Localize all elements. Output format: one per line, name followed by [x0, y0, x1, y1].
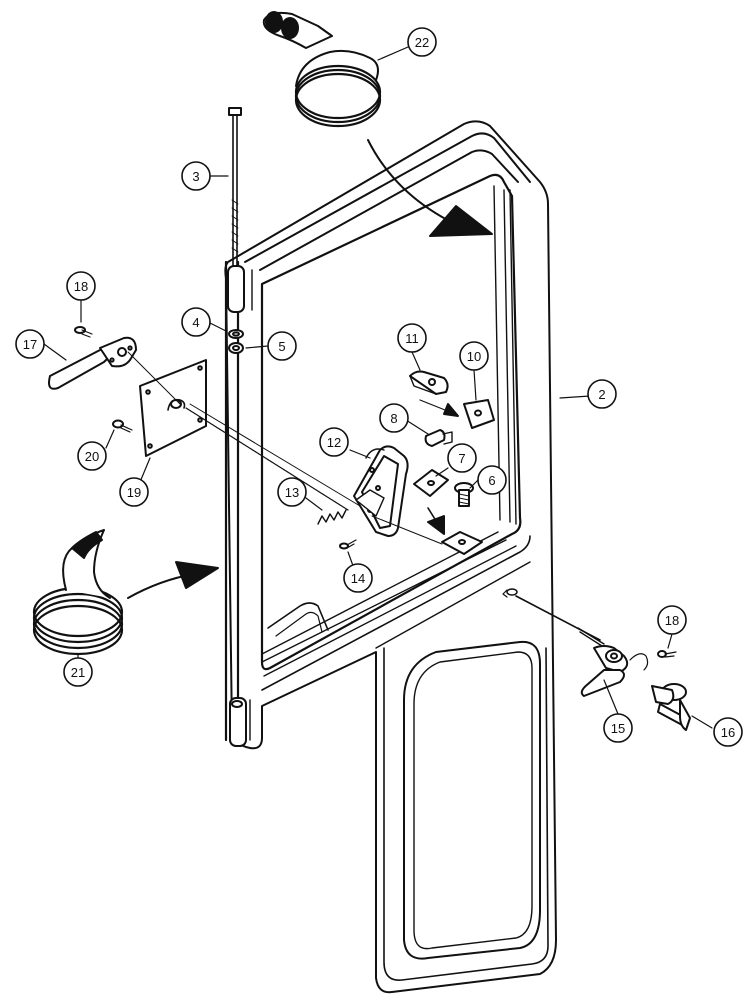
callout-18-right: 18: [657, 605, 687, 635]
screw-20: [112, 419, 133, 433]
striker-pin: [454, 482, 474, 507]
svg-text:21: 21: [71, 665, 85, 680]
callout-14: 14: [343, 563, 373, 593]
callout-16: 16: [713, 717, 743, 747]
callout-17: 17: [15, 329, 45, 359]
svg-text:18: 18: [665, 613, 679, 628]
callout-11: 11: [397, 323, 427, 353]
striker-plate: [463, 399, 495, 429]
svg-text:19: 19: [127, 485, 141, 500]
callout-10: 10: [459, 341, 489, 371]
seal-coil-bottom: [32, 529, 124, 656]
key-set: [651, 683, 691, 731]
seal-coil-top: [262, 11, 382, 128]
callouts: 2 3 4 5 6 7 8 10 11 12 13 14 15 16 17 18…: [15, 27, 743, 747]
screw-18-left: [74, 326, 93, 338]
spring: [317, 509, 347, 525]
hinge-pin-bolt: [228, 107, 242, 267]
callout-8: 8: [379, 403, 409, 433]
hinge-post: [224, 260, 253, 747]
callout-22: 22: [407, 27, 437, 57]
svg-text:14: 14: [351, 571, 365, 586]
washer: [228, 329, 244, 339]
leader-lines: [43, 46, 713, 729]
callout-5: 5: [267, 331, 297, 361]
lock-plate: [139, 359, 207, 457]
striker-block: [441, 531, 483, 555]
arrows: [127, 139, 493, 599]
svg-text:18: 18: [74, 279, 88, 294]
svg-text:7: 7: [458, 451, 465, 466]
callout-15: 15: [603, 713, 633, 743]
svg-text:13: 13: [285, 485, 299, 500]
callout-18-left: 18: [66, 271, 96, 301]
svg-text:2: 2: [598, 387, 605, 402]
callout-3: 3: [181, 161, 211, 191]
svg-text:8: 8: [390, 411, 397, 426]
svg-text:15: 15: [611, 721, 625, 736]
screw-14: [339, 539, 357, 550]
svg-text:16: 16: [721, 725, 735, 740]
inside-handle: [48, 336, 137, 390]
svg-text:12: 12: [327, 435, 341, 450]
door-frame: [224, 120, 557, 994]
svg-text:20: 20: [85, 449, 99, 464]
striker-bolt: [424, 429, 453, 447]
screw-18-right: [657, 650, 677, 658]
latch-assembly: [353, 445, 409, 537]
nut: [228, 342, 244, 354]
callout-2: 2: [587, 379, 617, 409]
callout-20: 20: [77, 441, 107, 471]
callout-4: 4: [181, 307, 211, 337]
backing-plate: [413, 469, 449, 497]
svg-text:3: 3: [192, 169, 199, 184]
callout-7: 7: [447, 443, 477, 473]
svg-text:10: 10: [467, 349, 481, 364]
striker-bracket: [409, 370, 449, 395]
svg-text:11: 11: [405, 331, 419, 346]
callout-19: 19: [119, 477, 149, 507]
svg-text:4: 4: [192, 315, 199, 330]
svg-text:17: 17: [23, 337, 37, 352]
outside-handle: [515, 595, 649, 697]
callout-13: 13: [277, 477, 307, 507]
callout-12: 12: [319, 427, 349, 457]
callout-6: 6: [477, 465, 507, 495]
callout-21: 21: [63, 657, 93, 687]
svg-text:5: 5: [278, 339, 285, 354]
svg-text:22: 22: [415, 35, 429, 50]
svg-text:6: 6: [488, 473, 495, 488]
